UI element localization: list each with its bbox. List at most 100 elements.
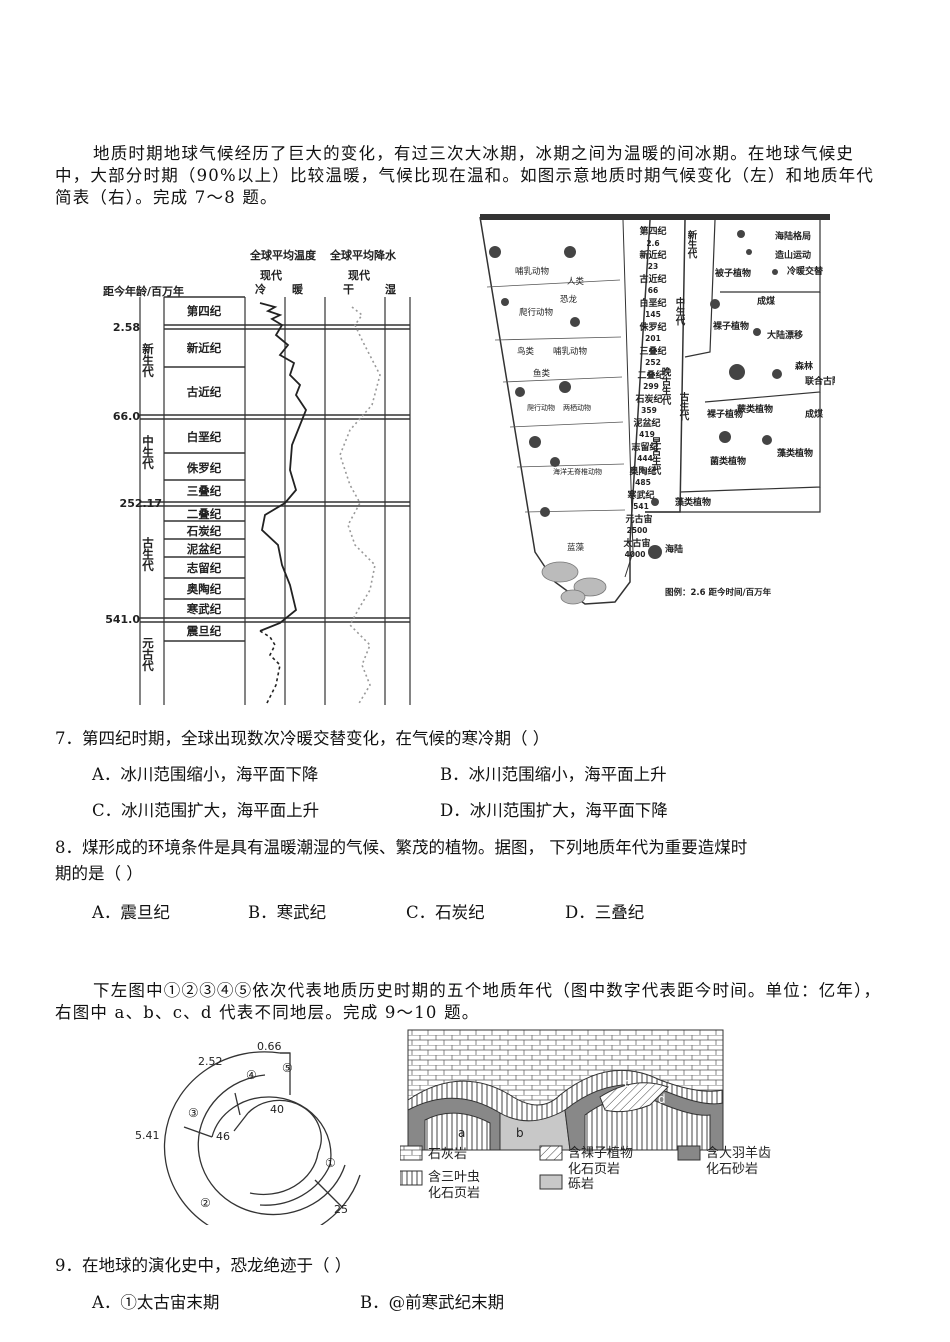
svg-text:湿: 湿 [385,282,396,296]
svg-text:寒武纪: 寒武纪 [186,602,222,616]
svg-text:鱼类: 鱼类 [533,368,551,379]
svg-text:暖: 暖 [292,282,304,296]
svg-text:裸子植物: 裸子植物 [707,408,743,420]
svg-text:4000: 4000 [625,550,646,559]
svg-text:新生代: 新生代 [686,229,699,259]
question-8-option-b[interactable]: B．寒武纪 [248,903,327,922]
svg-text:359: 359 [641,406,657,415]
svg-text:二叠纪: 二叠纪 [637,369,664,381]
svg-text:成煤: 成煤 [757,295,775,307]
climate-change-figure: 全球平均温度 全球平均降水 距今年龄/百万年 现代 冷 暖 现代 干 湿 [103,248,411,705]
question-9-option-b[interactable]: B．@前寒武纪末期 [360,1293,505,1312]
svg-text:古近纪: 古近纪 [639,273,666,285]
svg-text:志留纪: 志留纪 [631,441,658,453]
svg-text:新生代: 新生代 [141,342,155,378]
svg-text:145: 145 [645,310,661,319]
svg-text:a: a [458,1126,465,1140]
question-7-option-d[interactable]: D．冰川范围扩大，海平面下降 [440,801,668,820]
svg-text:冷: 冷 [255,282,266,296]
svg-text:化石页岩: 化石页岩 [428,1186,480,1201]
geologic-timescale-figure: 第四纪 2.6 新近纪 23 古近纪 66 白垩纪 145 侏罗纪 201 三叠… [479,214,835,607]
question-7-option-b[interactable]: B．冰川范围缩小，海平面上升 [440,765,667,784]
svg-text:哺乳动物: 哺乳动物 [515,266,550,277]
svg-text:泥盆纪: 泥盆纪 [187,542,222,556]
age-axis-label: 距今年龄/百万年 [103,284,184,298]
svg-text:干: 干 [343,283,354,296]
question-9-stem: 9．在地球的演化史中，恐龙绝迹于（ ） [55,1256,352,1275]
svg-text:爬行动物: 爬行动物 [527,403,555,412]
question-8-stem-line-2: 期的是（ ） [55,864,143,883]
header-temp: 全球平均温度 [249,248,317,262]
strata-section-figure: a b c d 石灰岩 含裸子植物 化石页岩 含大羽羊齿 化石砂岩 含三叶虫 化… [400,1029,771,1201]
svg-text:三叠纪: 三叠纪 [639,345,666,357]
svg-text:造山运动: 造山运动 [775,249,811,261]
svg-text:444: 444 [637,454,653,463]
svg-text:古生代: 古生代 [678,391,691,421]
svg-text:成煤: 成煤 [805,408,823,420]
svg-text:元古宙: 元古宙 [625,513,652,525]
svg-text:c: c [624,1076,631,1090]
svg-text:三叠纪: 三叠纪 [187,484,222,498]
svg-text:石灰岩: 石灰岩 [428,1147,467,1162]
header-precip: 全球平均降水 [329,248,397,262]
svg-text:②: ② [200,1196,211,1210]
svg-text:海洋无脊椎动物: 海洋无脊椎动物 [553,467,602,476]
svg-text:藻类植物: 藻类植物 [675,496,711,508]
svg-text:图例：2.6 距今时间/百万年: 图例：2.6 距今时间/百万年 [665,587,772,598]
svg-text:蕨类植物: 蕨类植物 [737,403,773,415]
svg-text:石炭纪: 石炭纪 [186,524,222,538]
svg-text:d: d [658,1092,666,1106]
question-9-option-a[interactable]: A．①太古宙末期 [92,1293,220,1312]
svg-text:252: 252 [645,358,661,367]
svg-text:太古宙: 太古宙 [622,537,650,549]
svg-text:志留纪: 志留纪 [187,561,222,575]
question-8-stem-line-1: 8．煤形成的环境条件是具有温暖潮湿的气候、繁茂的植物。据图， 下列地质年代为重要… [55,838,748,857]
spiral-timeline-figure: 0.66 2.52 5.41 46 40 25 ① ② ③ ④ ⑤ [135,1040,361,1225]
svg-text:元古代: 元古代 [141,637,155,672]
svg-text:晚古生代: 晚古生代 [660,366,673,406]
question-7-stem: 7．第四纪时期，全球出现数次冷暖交替变化，在气候的寒冷期（ ） [55,729,550,748]
question-7-option-c[interactable]: C．冰川范围扩大，海平面上升 [92,801,320,820]
svg-text:新近纪: 新近纪 [639,249,666,261]
svg-text:森林: 森林 [795,360,814,372]
svg-text:含三叶虫: 含三叶虫 [428,1169,480,1185]
svg-text:b: b [516,1126,524,1140]
svg-text:海陆格局: 海陆格局 [775,230,811,242]
svg-text:252.17: 252.17 [120,497,162,510]
svg-text:46: 46 [216,1130,230,1143]
svg-text:恐龙: 恐龙 [560,294,578,305]
svg-text:541: 541 [633,502,649,511]
question-7-option-a[interactable]: A．冰川范围缩小，海平面下降 [92,765,319,784]
intro-paragraph-2: 下左图中①②③④⑤依次代表地质历史时期的五个地质年代（图中数字代表距今时间。单位… [55,981,882,1022]
svg-text:古近纪: 古近纪 [187,385,222,399]
svg-text:5.41: 5.41 [135,1129,160,1142]
svg-text:奥陶纪: 奥陶纪 [628,465,656,477]
svg-text:含大羽羊齿: 含大羽羊齿 [706,1145,771,1161]
svg-text:66.0: 66.0 [113,410,140,423]
svg-text:白垩纪: 白垩纪 [187,430,222,444]
question-8-option-d[interactable]: D．三叠纪 [565,903,645,922]
svg-text:联合古陆: 联合古陆 [805,375,835,387]
svg-text:海陆: 海陆 [665,543,683,555]
svg-text:侏罗纪: 侏罗纪 [187,461,222,475]
svg-text:化石砂岩: 化石砂岩 [706,1162,758,1177]
svg-text:早古生代: 早古生代 [650,437,663,476]
svg-text:485: 485 [635,478,651,487]
svg-text:爬行动物: 爬行动物 [519,307,554,318]
svg-text:石炭纪: 石炭纪 [634,393,662,405]
svg-text:砾岩: 砾岩 [568,1177,594,1192]
svg-text:古生代: 古生代 [141,536,155,572]
question-8-option-a[interactable]: A．震旦纪 [92,903,170,922]
svg-text:被子植物: 被子植物 [715,267,751,279]
svg-text:2500: 2500 [627,526,648,535]
svg-text:0.66: 0.66 [257,1040,282,1053]
svg-text:化石页岩: 化石页岩 [568,1162,620,1177]
svg-text:二叠纪: 二叠纪 [187,507,222,521]
svg-text:鸟类: 鸟类 [517,346,535,357]
svg-text:2.6: 2.6 [646,239,659,248]
svg-text:66: 66 [648,286,658,295]
svg-text:两栖动物: 两栖动物 [563,403,591,412]
svg-text:哺乳动物: 哺乳动物 [553,346,588,357]
question-8-option-c[interactable]: C．石炭纪 [406,903,485,922]
svg-text:藻类植物: 藻类植物 [777,447,813,459]
